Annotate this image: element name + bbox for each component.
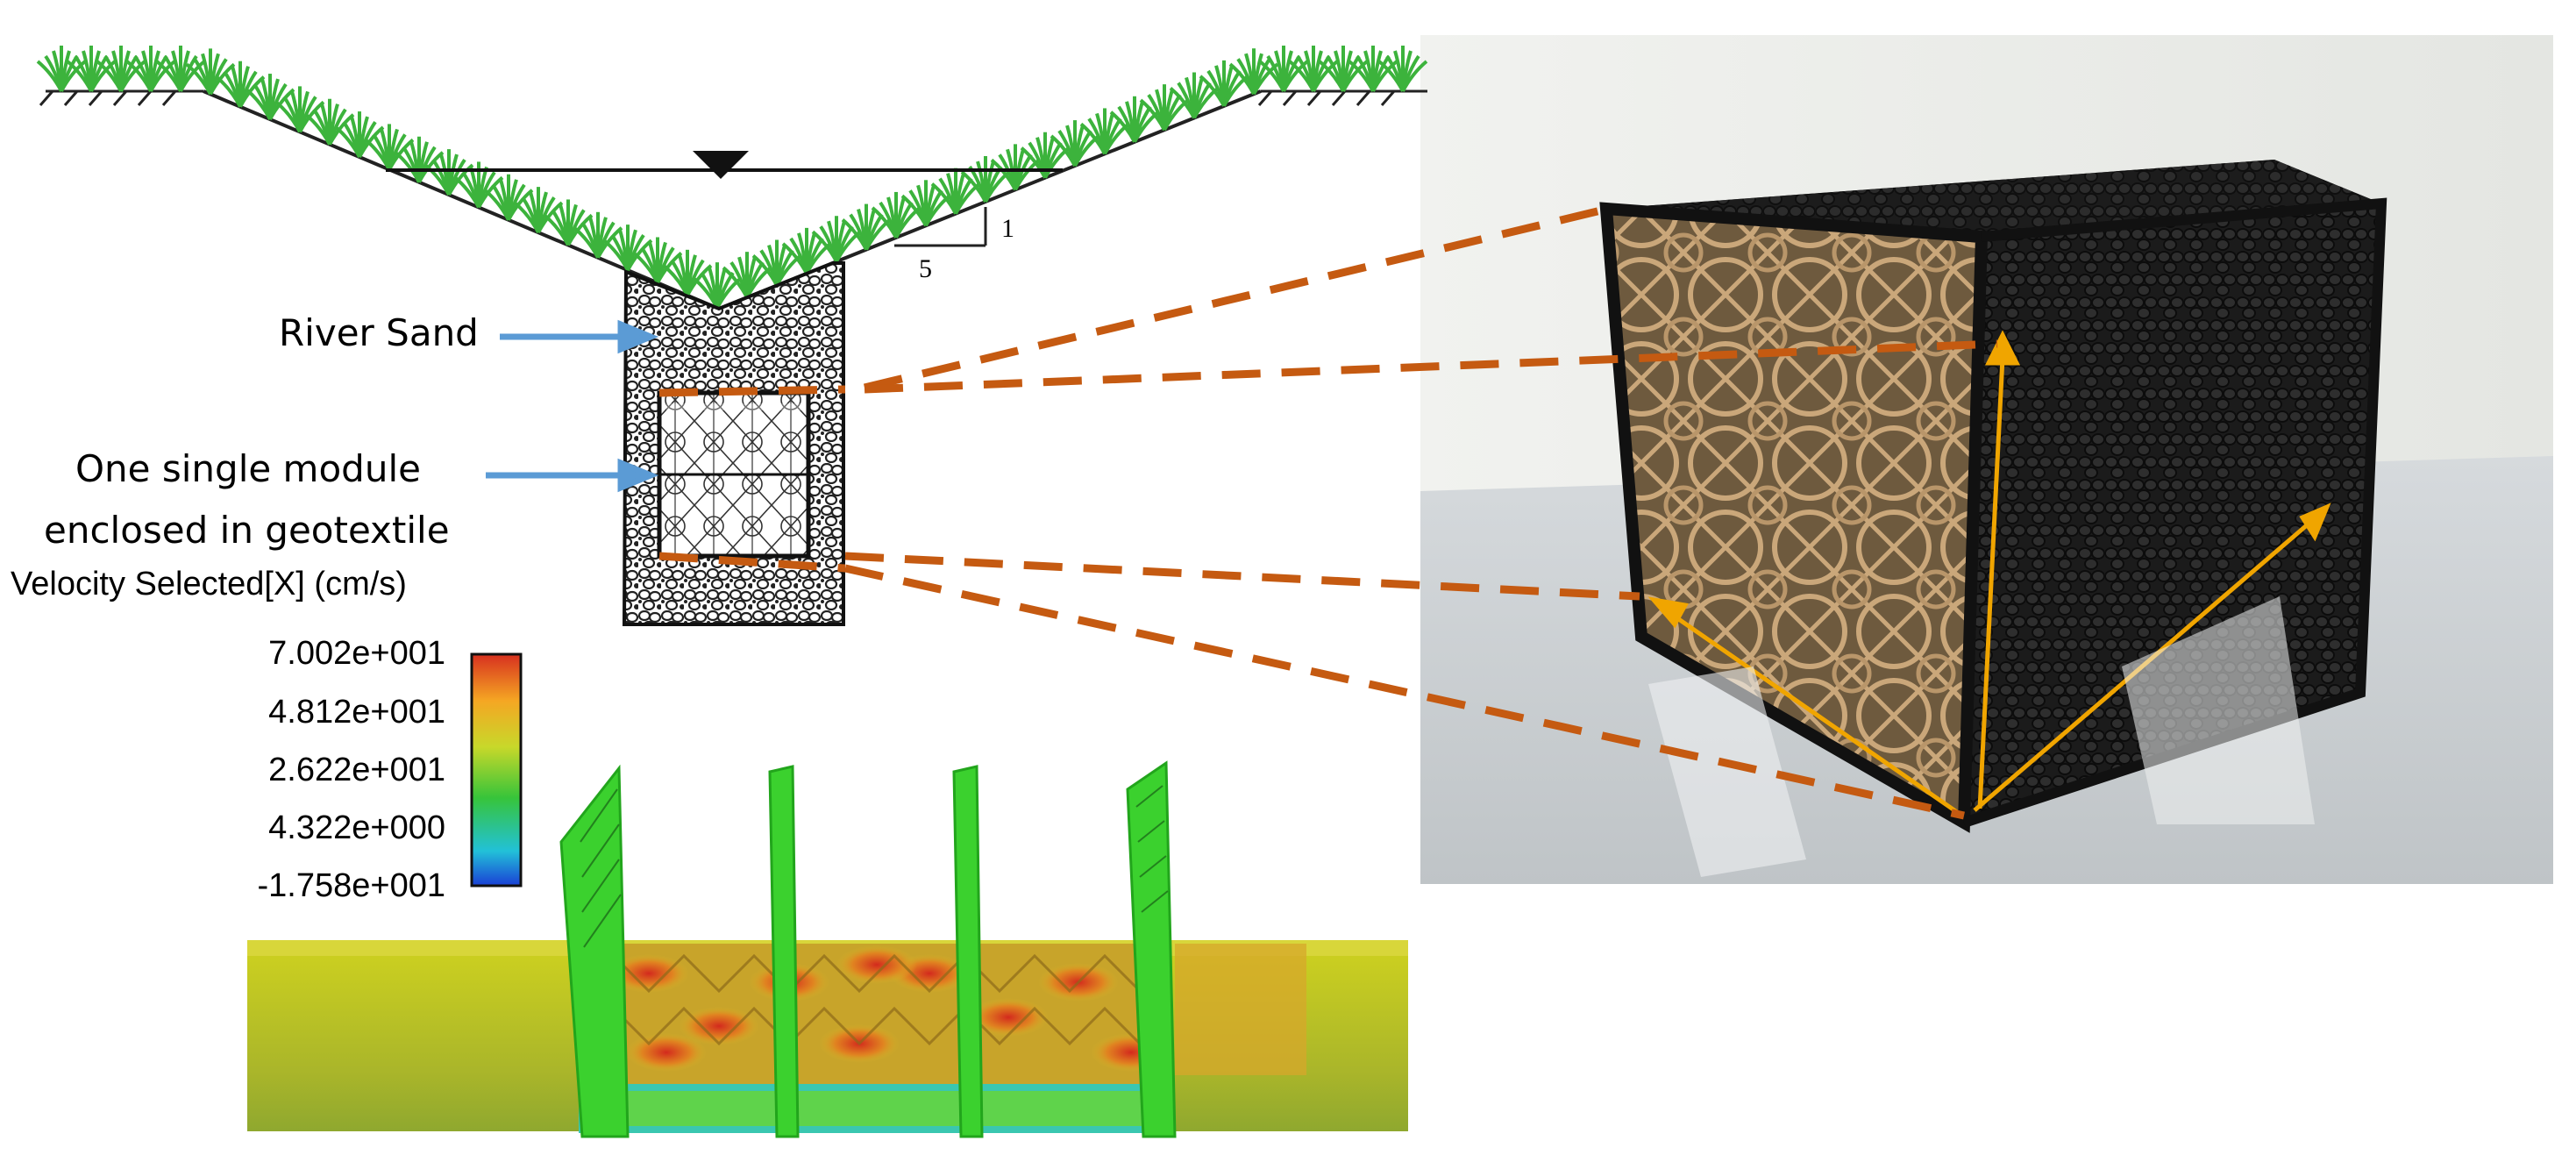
velocity-hotspot xyxy=(679,1007,759,1045)
grass-tuft xyxy=(125,46,176,92)
colorbar-tick-2: 4.812e+001 xyxy=(268,694,445,731)
colorbar-tick-min: -1.758e+001 xyxy=(257,867,445,904)
callout-arrows xyxy=(486,319,659,493)
grass-tuft xyxy=(334,111,385,159)
grass-tuft xyxy=(632,237,683,284)
grass-tuft xyxy=(811,216,862,263)
grass-tuft xyxy=(930,168,981,215)
swale-cross-section xyxy=(36,46,1428,626)
module-plates xyxy=(559,760,1177,1138)
grass-tuft xyxy=(1199,60,1249,107)
grass-tuft xyxy=(1258,46,1309,92)
grass-tuft xyxy=(66,46,117,92)
grass-tuft xyxy=(513,187,564,234)
grass-tuft xyxy=(185,48,236,96)
grass-tuft xyxy=(36,46,87,92)
module-block xyxy=(657,390,811,559)
grass-tuft xyxy=(453,161,504,209)
colorbar-tick-4: 4.322e+000 xyxy=(268,809,445,846)
grass-tuft xyxy=(1348,46,1398,92)
grass-tuft xyxy=(1318,46,1369,92)
slope-run-label: 5 xyxy=(919,254,932,283)
grass-tuft xyxy=(304,98,355,146)
slope-indicator xyxy=(894,207,987,247)
cfd-simulation xyxy=(247,760,1408,1138)
velocity-hotspot xyxy=(968,998,1049,1037)
velocity-hotspot xyxy=(626,1033,707,1072)
grass-tuft xyxy=(1050,120,1100,168)
ground-hatching xyxy=(39,89,1427,106)
module-photo xyxy=(1420,35,2553,884)
grass-tuft xyxy=(245,74,295,120)
grass-tuft xyxy=(1377,46,1428,92)
colorbar-title: Velocity Selected[X] (cm/s) xyxy=(11,566,407,602)
colorbar-tick-max: 7.002e+001 xyxy=(268,635,445,672)
grass-vegetation xyxy=(36,46,1428,310)
grass-tuft xyxy=(215,61,266,108)
grass-tuft xyxy=(96,46,146,92)
grass-tuft xyxy=(274,86,325,133)
projection-lines xyxy=(658,206,1998,820)
grass-tuft xyxy=(573,211,623,259)
colorbar-tick-3: 2.622e+001 xyxy=(268,752,445,788)
velocity-hotspot xyxy=(836,945,917,984)
grass-tuft xyxy=(483,174,534,221)
grass-tuft xyxy=(155,46,206,92)
module-label-line2: enclosed in geotextile xyxy=(44,509,450,552)
velocity-colorbar xyxy=(470,652,523,888)
grass-tuft xyxy=(662,249,713,296)
grass-tuft xyxy=(394,136,445,183)
grass-tuft xyxy=(602,225,653,272)
water-level-marker xyxy=(693,151,749,179)
river-sand-label: River Sand xyxy=(279,311,479,354)
grass-tuft xyxy=(1079,108,1130,155)
velocity-hotspot xyxy=(608,954,689,993)
grass-tuft xyxy=(1288,46,1339,92)
grass-tuft xyxy=(900,180,951,227)
slope-rise-label: 1 xyxy=(1001,214,1014,243)
grass-tuft xyxy=(364,124,415,171)
grass-tuft xyxy=(543,199,594,246)
module-label-line1: One single module xyxy=(75,447,421,490)
